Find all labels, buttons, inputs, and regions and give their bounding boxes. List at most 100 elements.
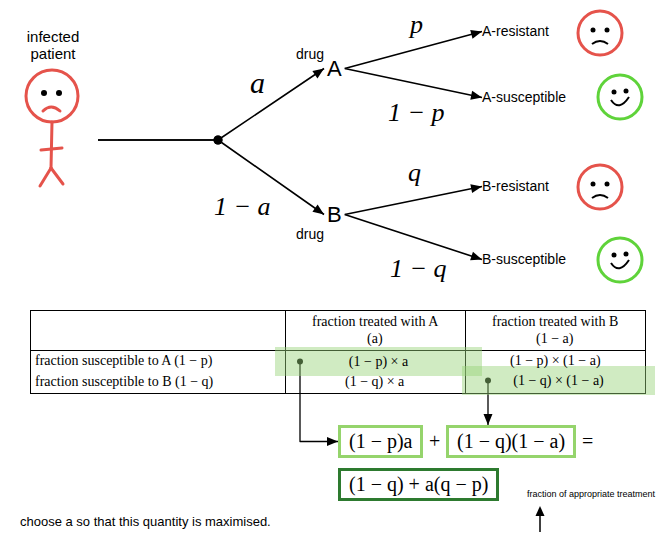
branch-probability: a [250,68,265,98]
eq-text: (1 − q) + a(q − p) [349,473,488,496]
highlight-band: (1 − p) × a [275,347,482,376]
operator: = [582,430,593,453]
table-grid [30,310,646,394]
patient-label: infected patient [8,28,98,62]
face-outline [578,165,622,209]
patient-figure [26,70,78,186]
table-border [31,311,646,394]
drug-word: drug [296,226,324,242]
patient-eyes [41,90,62,96]
connector-line [345,215,482,260]
connector-line [98,140,324,215]
happy-face [598,75,642,119]
eye [605,182,610,187]
arrow-head [312,204,324,214]
patient-leg [51,168,63,184]
branch-probability: 1 − a [214,194,271,220]
drug-node: drugB [296,202,342,242]
outcome-label: A-resistant [482,23,549,40]
arrow-head [470,184,482,193]
frown [592,195,608,198]
outcome-label: B-susceptible [482,251,566,268]
face-outline [578,11,622,55]
table-header: (a) [367,330,383,348]
branch-probability: p [410,12,423,38]
patient-head [26,70,78,122]
arrow-head [484,414,493,425]
arrow-head [470,252,482,261]
row-header: fraction susceptible to A (1 − p) [35,352,212,370]
term-box: (1 − p)a [338,425,423,458]
sad-face [578,11,622,55]
outcome-label: A-susceptible [482,89,566,106]
row-header: fraction susceptible to B (1 − q) [35,373,213,391]
smile [611,260,629,268]
eye [41,90,47,96]
smile [611,97,629,105]
arrow-head [470,91,482,100]
branch-probability: q [408,160,421,186]
branch-arrow [345,184,482,214]
patient-node: infected patient [8,28,98,193]
drug-word: drug [296,46,324,62]
eye [605,28,610,33]
highlight-band: (1 − q) × (1 − a) [462,366,655,395]
face-outline [598,75,642,119]
pointer-line [539,514,541,532]
drug-letter: A [327,56,342,81]
branch-probability: 1 − q [390,256,447,282]
sad-face [578,165,622,209]
frown [592,41,608,44]
outcome-node: B-resistant [482,178,549,195]
outcome-node: A-resistant [482,23,549,40]
eq-text: (1 − q)(1 − a) [457,430,565,453]
eye [591,28,596,33]
drug-node: drugA [296,46,342,81]
pointer-arrow [536,506,545,532]
branch-arrow [345,215,482,261]
junction-dot [214,136,223,145]
arrow-head [312,69,324,79]
eq-text: (1 − p)a [349,430,412,453]
eye [612,90,617,95]
branch-arrow [98,136,324,215]
connector-line [345,187,482,215]
pointer-head [536,506,545,516]
happy-face [598,238,642,282]
eye [624,89,629,94]
table-header: fraction treated with B [492,313,618,331]
frown [43,107,60,111]
patient-leg [40,168,51,186]
eye [624,252,629,257]
junction-dot [214,136,223,145]
instruction-text: choose a so that this quantity is maximi… [20,514,271,530]
patient-arm [41,148,62,150]
table-header: fraction treated with A [312,313,438,331]
table-cell: (1 − p) × (1 − a) [510,352,601,370]
band-cell: (1 − p) × a [349,353,408,371]
eye [612,253,617,258]
table-header: (1 − a) [536,330,573,348]
connector-line [345,69,482,98]
outcome-node: B-susceptible [482,251,566,268]
eye [591,182,596,187]
outcome-label: B-resistant [482,178,549,195]
branch-arrow [98,69,324,145]
note-label: fraction of appropriate treatment [527,489,655,500]
table-cell: (1 − q) × a [345,373,404,391]
arrow-head [470,30,482,39]
band-cell: (1 − q) × (1 − a) [513,372,604,390]
term-box: (1 − q)(1 − a) [446,425,576,458]
branch-arrow [345,69,482,100]
face-outline [598,238,642,282]
branch-probability: 1 − p [388,100,445,126]
result-box: (1 − q) + a(q − p) [338,468,499,501]
arrow-head [327,437,338,446]
outcome-node: A-susceptible [482,89,566,106]
drug-letter: B [327,202,342,227]
operator: + [429,430,440,453]
patient-body [51,122,52,168]
connector-line [98,69,324,141]
eye [56,90,62,96]
